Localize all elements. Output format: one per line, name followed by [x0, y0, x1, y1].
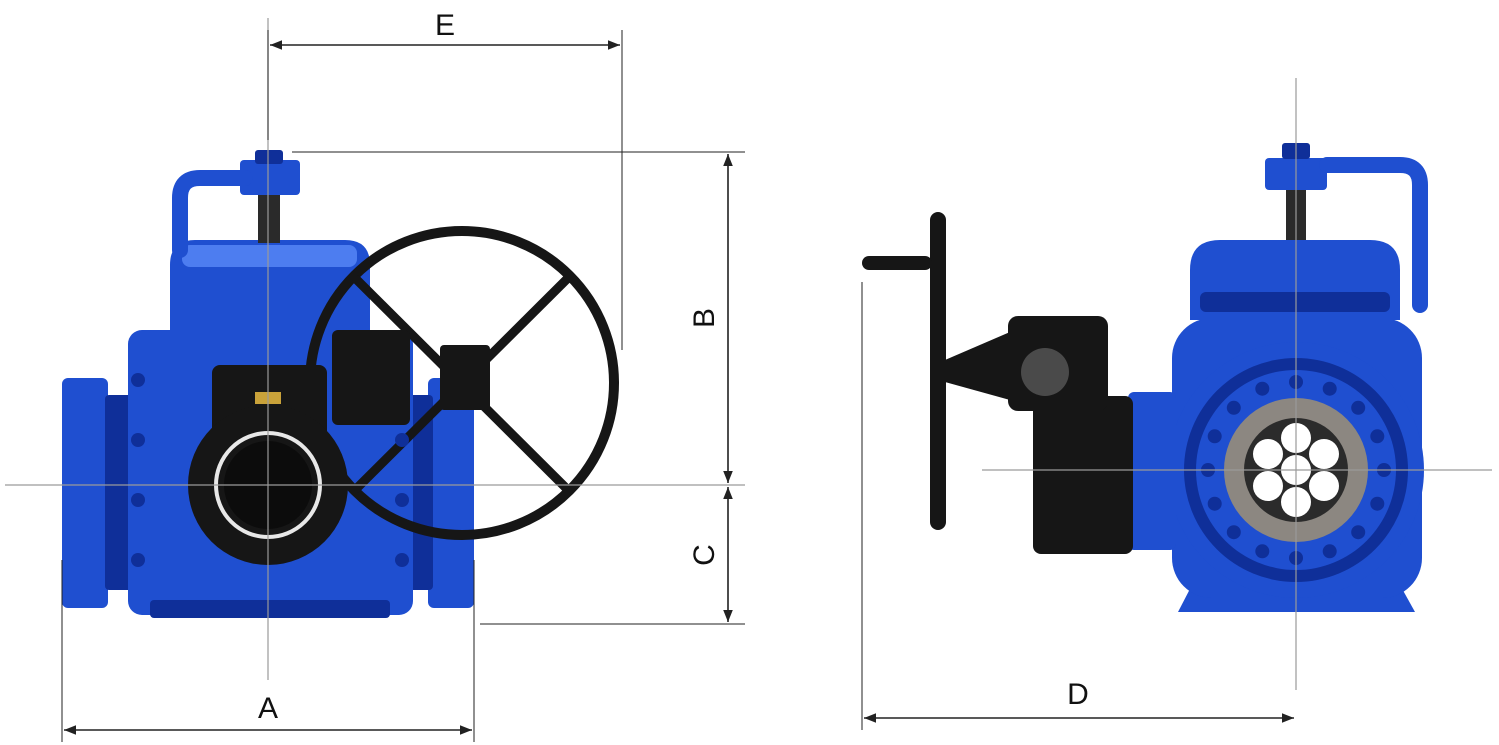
- actuator-mount: [1128, 392, 1176, 550]
- bolt-hole: [1370, 429, 1385, 444]
- dimension-d: D: [861, 282, 1294, 730]
- actuator-cap: [1021, 348, 1069, 396]
- side-handwheel: [930, 212, 946, 530]
- valve-body-shade: [150, 600, 390, 618]
- bolt-hole: [1351, 525, 1366, 540]
- gearbox-block: [332, 330, 410, 425]
- bonnet-cap: [182, 245, 357, 267]
- left-flange-neck: [105, 395, 135, 590]
- actuator-gear-arm: [945, 332, 1010, 400]
- bypass-pipe: [172, 170, 253, 258]
- bolt-hole: [1322, 381, 1337, 396]
- dimension-e: E: [267, 9, 623, 350]
- flange-bolts: [131, 373, 409, 567]
- bolt-hole: [1322, 544, 1337, 559]
- side-view: [862, 143, 1428, 612]
- bolt-hole: [1351, 400, 1366, 415]
- dimension-label-e: E: [435, 9, 455, 42]
- dimension-label-b: B: [688, 308, 721, 328]
- actuator-body: [1033, 396, 1133, 554]
- side-bonnet-rim: [1200, 292, 1390, 312]
- dimension-label-d: D: [1067, 678, 1089, 711]
- dimension-label-c: C: [688, 544, 721, 566]
- dimension-c: C: [480, 487, 745, 625]
- dimension-label-a: A: [258, 692, 278, 725]
- bolt-hole: [1226, 525, 1241, 540]
- bolt-hole: [1207, 496, 1222, 511]
- right-flange: [428, 378, 474, 608]
- dimension-b: B: [292, 151, 745, 483]
- front-view: [62, 150, 619, 618]
- dimension-a: A: [61, 560, 475, 742]
- bolt-hole: [1370, 496, 1385, 511]
- stem-nut: [255, 150, 283, 164]
- bolt-hole: [1255, 381, 1270, 396]
- gearbox-hub: [440, 345, 490, 410]
- bolt-hole: [1226, 400, 1241, 415]
- side-bypass-pipe: [1319, 157, 1428, 313]
- left-flange: [62, 378, 108, 608]
- bolt-hole: [1207, 429, 1222, 444]
- stem-screw: [258, 195, 280, 243]
- side-handwheel-crank: [862, 256, 932, 270]
- bolt-hole: [1255, 544, 1270, 559]
- stem-housing: [240, 160, 300, 195]
